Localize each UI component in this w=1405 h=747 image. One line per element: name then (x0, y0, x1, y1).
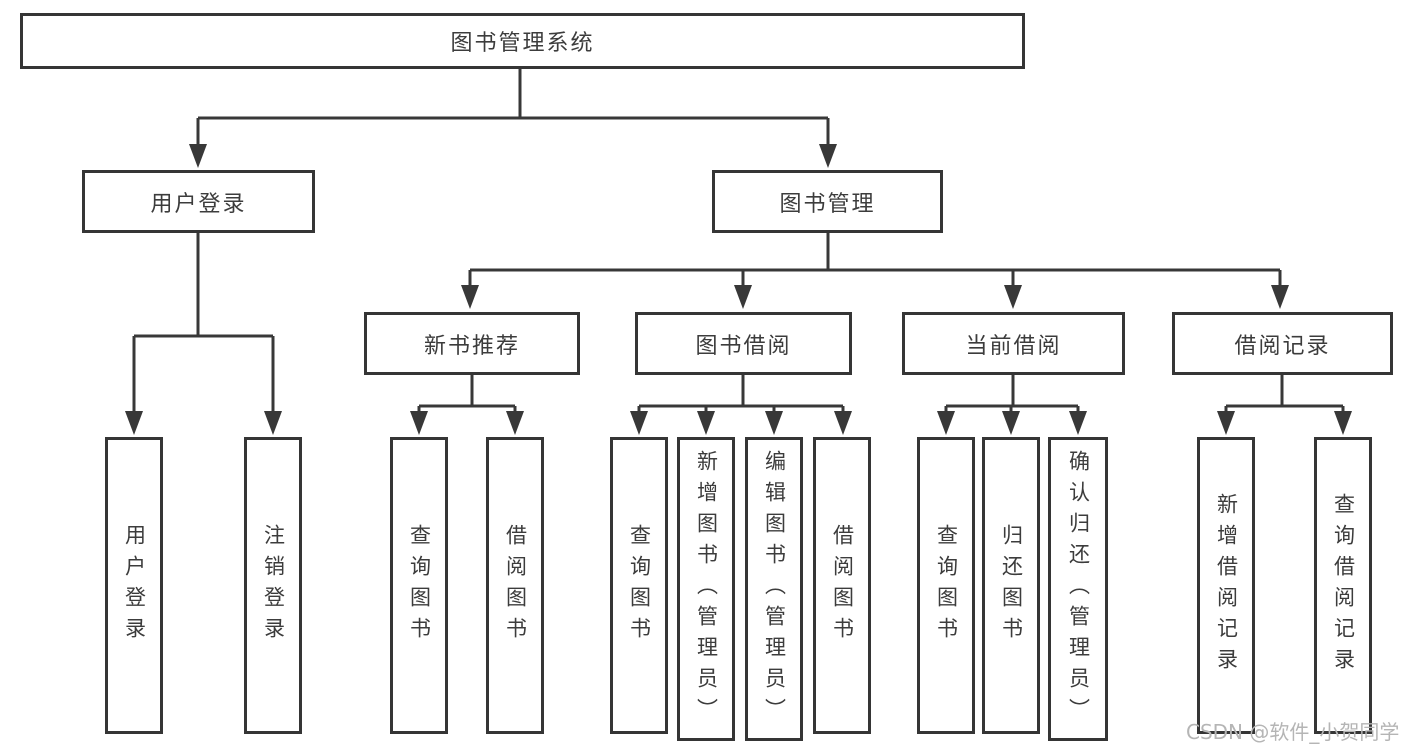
leaf-confirm-return-admin-label: 确认归还（管理员） (1066, 449, 1091, 729)
leaf-query-borrow-record-label: 查询借阅记录 (1331, 492, 1356, 679)
node-root-system-label: 图书管理系统 (450, 31, 595, 56)
leaf-query-books-2: 查询图书 (610, 437, 668, 734)
node-current-borrow: 当前借阅 (902, 312, 1125, 375)
leaf-add-book-admin: 新增图书（管理员） (677, 437, 735, 741)
leaf-logout-label: 注销登录 (261, 523, 286, 648)
leaf-query-borrow-record: 查询借阅记录 (1314, 437, 1372, 734)
leaf-add-book-admin-label: 新增图书（管理员） (694, 449, 719, 729)
leaf-query-books-3-label: 查询图书 (934, 523, 959, 648)
leaf-borrow-books-1: 借阅图书 (486, 437, 544, 734)
node-new-book-recommend: 新书推荐 (364, 312, 580, 375)
node-borrow-records-label: 借阅记录 (1234, 333, 1331, 359)
node-book-borrow: 图书借阅 (635, 312, 852, 375)
leaf-return-books: 归还图书 (982, 437, 1040, 734)
node-root-system: 图书管理系统 (20, 13, 1025, 69)
node-book-management-label: 图书管理 (779, 191, 876, 217)
leaf-query-books-2-label: 查询图书 (627, 523, 652, 648)
node-new-book-recommend-label: 新书推荐 (423, 333, 520, 359)
leaf-user-login: 用户登录 (105, 437, 163, 734)
leaf-add-borrow-record-label: 新增借阅记录 (1214, 492, 1239, 679)
leaf-add-borrow-record: 新增借阅记录 (1197, 437, 1255, 734)
node-borrow-records: 借阅记录 (1172, 312, 1393, 375)
leaf-borrow-books-2-label: 借阅图书 (830, 523, 855, 648)
leaf-confirm-return-admin: 确认归还（管理员） (1048, 437, 1108, 741)
leaf-user-login-label: 用户登录 (122, 523, 147, 648)
leaf-query-books-3: 查询图书 (917, 437, 975, 734)
node-current-borrow-label: 当前借阅 (965, 333, 1062, 359)
leaf-logout: 注销登录 (244, 437, 302, 734)
node-book-borrow-label: 图书借阅 (695, 333, 792, 359)
watermark: CSDN @软件_小贺同学 (1186, 720, 1400, 744)
leaf-query-books-1: 查询图书 (390, 437, 448, 734)
node-user-login-label: 用户登录 (150, 191, 247, 217)
leaf-query-books-1-label: 查询图书 (407, 523, 432, 648)
node-user-login: 用户登录 (82, 170, 315, 233)
leaf-edit-book-admin: 编辑图书（管理员） (745, 437, 803, 741)
leaf-edit-book-admin-label: 编辑图书（管理员） (762, 449, 787, 729)
leaf-borrow-books-1-label: 借阅图书 (503, 523, 528, 648)
leaf-borrow-books-2: 借阅图书 (813, 437, 871, 734)
node-book-management: 图书管理 (712, 170, 943, 233)
leaf-return-books-label: 归还图书 (999, 523, 1024, 648)
